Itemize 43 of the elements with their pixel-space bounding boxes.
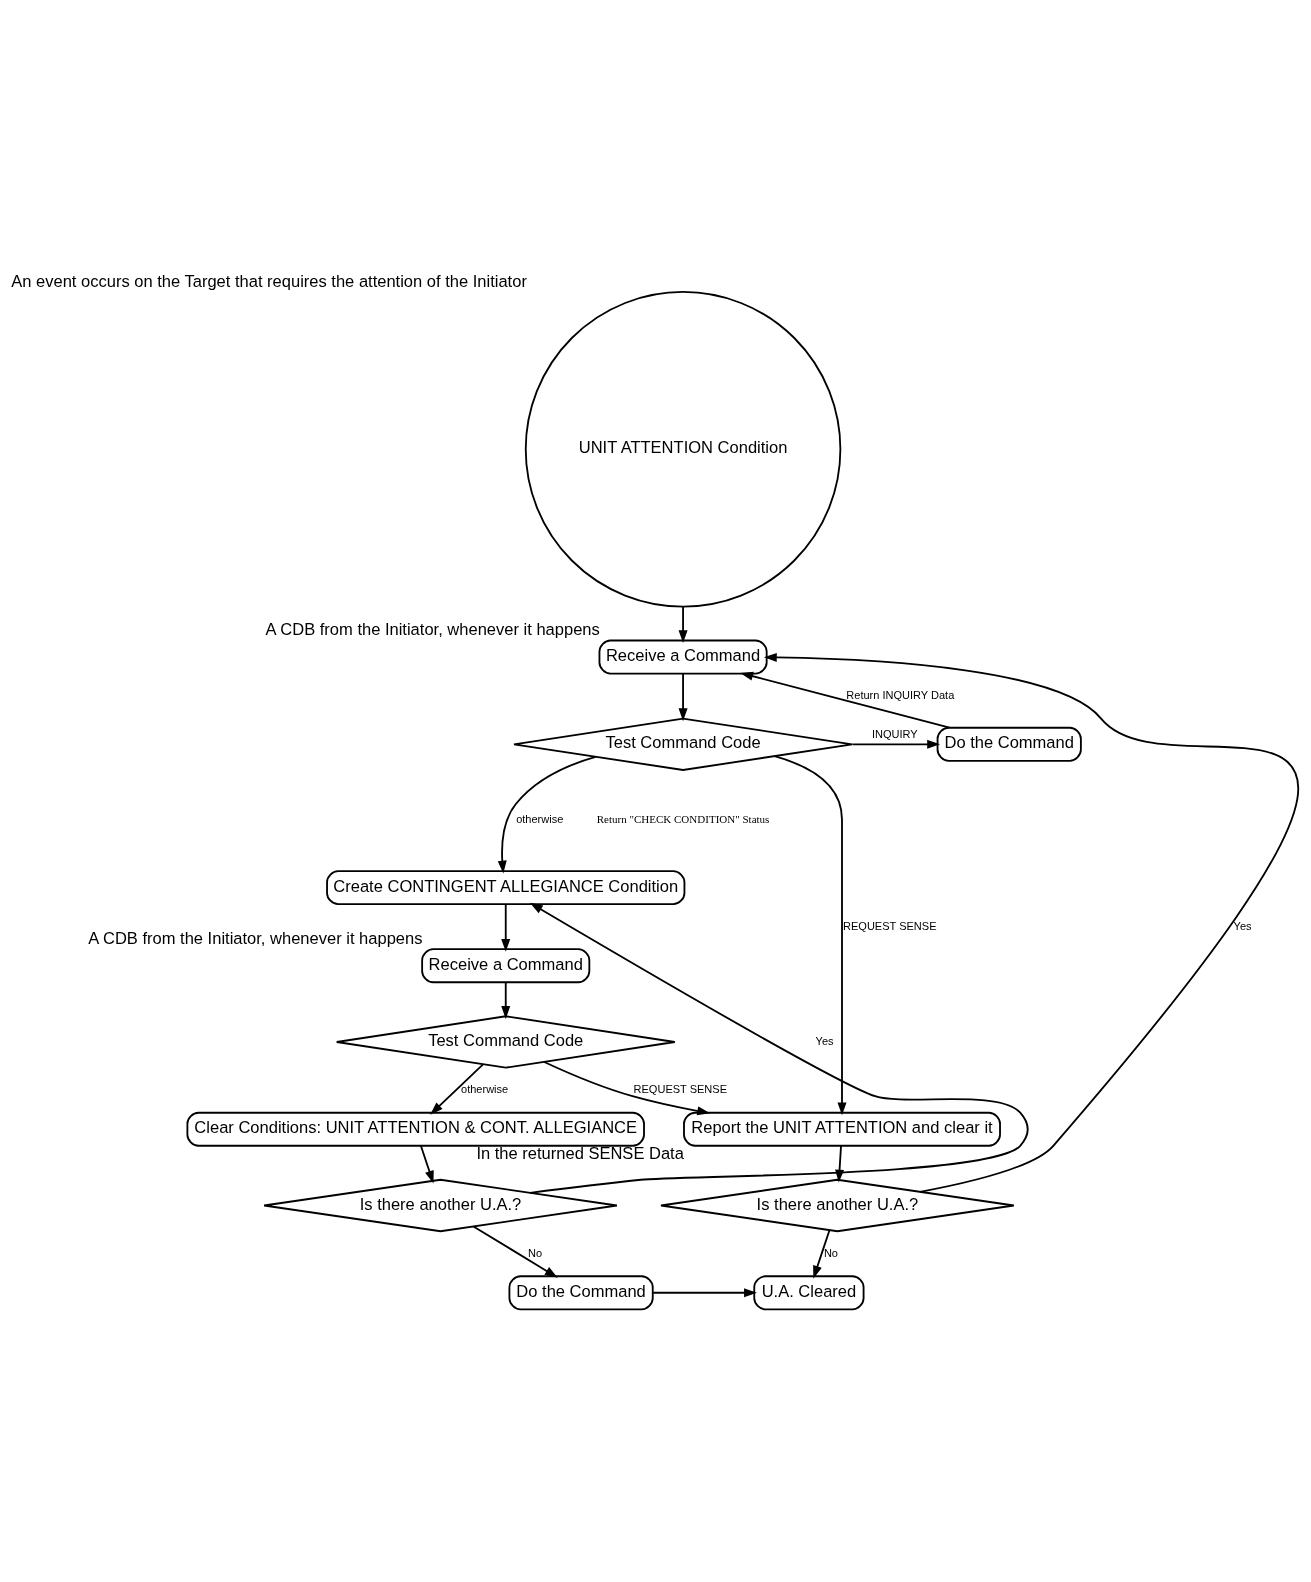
label: Return "CHECK CONDITION" Status bbox=[596, 812, 770, 825]
edge-label: Return INQUIRY Data bbox=[846, 688, 955, 701]
arrow bbox=[773, 754, 847, 1115]
node-diamond: Test Command Code bbox=[513, 717, 854, 771]
edge-label: No bbox=[528, 1246, 543, 1259]
arrow bbox=[472, 1225, 558, 1278]
arrow bbox=[652, 1287, 757, 1297]
arrow bbox=[851, 739, 941, 749]
node-box: Create CONTINGENT ALLEGIANCE Condition bbox=[326, 869, 686, 905]
edge-label: INQUIRY bbox=[871, 727, 918, 740]
node-label: A CDB from the Initiator, whenever it happens bbox=[88, 928, 423, 948]
arrow bbox=[763, 652, 1299, 1193]
node-box: Do the Command bbox=[936, 726, 1082, 762]
arrow bbox=[501, 902, 511, 952]
arrow bbox=[740, 671, 951, 729]
edge-label: REQUEST SENSE bbox=[633, 1082, 728, 1095]
node-diamond: Is there another U.A.? bbox=[660, 1178, 1015, 1232]
node-circle: UNIT ATTENTION Condition bbox=[524, 290, 842, 607]
edge-label: Yes bbox=[815, 1034, 834, 1047]
edge-label: otherwise bbox=[516, 812, 564, 825]
node-box: Receive a Command bbox=[598, 639, 768, 674]
arrow bbox=[543, 1060, 711, 1115]
node-label: A CDB from the Initiator, whenever it happens bbox=[265, 619, 600, 639]
arrow bbox=[678, 672, 688, 721]
node-diamond: Test Command Code bbox=[335, 1014, 676, 1069]
arrow bbox=[430, 1063, 484, 1115]
edge-label: Yes bbox=[1233, 919, 1252, 932]
edge-label: No bbox=[823, 1246, 839, 1259]
arrow bbox=[529, 902, 1029, 1194]
arrow bbox=[501, 981, 511, 1019]
arrow bbox=[813, 1228, 831, 1279]
edge-label: otherwise bbox=[461, 1082, 509, 1095]
node-box: Clear Conditions: UNIT ATTENTION & CONT. ALLEGIANCE bbox=[186, 1111, 645, 1147]
arrow bbox=[678, 605, 688, 643]
node-box: Report the UNIT ATTENTION and clear it bbox=[683, 1111, 1001, 1147]
edge-label: REQUEST SENSE bbox=[843, 919, 937, 932]
node-box: Do the Command bbox=[508, 1274, 654, 1310]
node-label: An event occurs on the Target that requires the attention of the Initiator bbox=[11, 271, 527, 291]
node-box: U.A. Cleared bbox=[753, 1274, 865, 1310]
arrow bbox=[420, 1144, 434, 1184]
node-diamond: Is there another U.A.? bbox=[263, 1178, 618, 1232]
node-box: Receive a Command bbox=[421, 947, 591, 983]
arrow bbox=[497, 755, 597, 874]
